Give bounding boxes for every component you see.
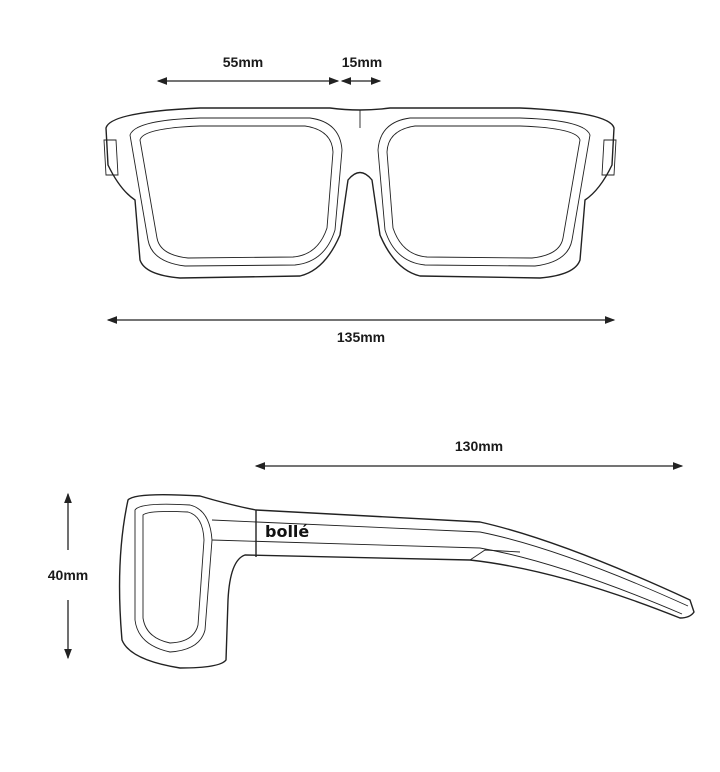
- lens-width-label: 55mm: [222, 54, 264, 70]
- side-frame: [118, 493, 695, 669]
- total-width-label: 135mm: [336, 329, 386, 345]
- lens-height-label: 40mm: [47, 567, 89, 583]
- brand-logo: bollé: [265, 522, 309, 541]
- temple-length-label: 130mm: [454, 438, 504, 454]
- bridge-width-label: 15mm: [341, 54, 383, 70]
- front-frame: [103, 107, 617, 279]
